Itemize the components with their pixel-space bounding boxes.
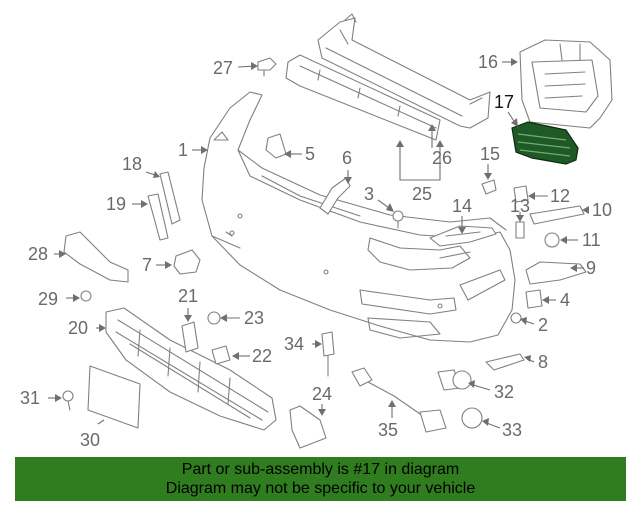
part-8-bracket <box>485 353 525 371</box>
callout-26: 26 <box>432 148 452 168</box>
callout-22: 22 <box>252 346 272 366</box>
info-banner: Part or sub-assembly is #17 in diagram D… <box>15 457 626 501</box>
callout-28: 28 <box>28 244 48 264</box>
banner-line-part-info: Part or sub-assembly is #17 in diagram <box>181 461 460 478</box>
callout-9: 9 <box>586 258 596 278</box>
part-21-bracket <box>181 321 199 353</box>
callout-18: 18 <box>122 154 142 174</box>
part-12-clip <box>513 185 529 203</box>
callout-25: 25 <box>412 184 432 204</box>
part-34-sensor <box>321 331 335 377</box>
part-24-bracket <box>289 405 327 449</box>
callout-34: 34 <box>284 334 304 354</box>
part-19-strip <box>147 193 169 241</box>
callout-31: 31 <box>20 388 40 408</box>
part-27-bolt <box>257 57 277 77</box>
part-13-stud <box>515 221 525 239</box>
callout-labels: 27 16 17 1 5 26 15 6 18 3 25 12 19 14 13… <box>20 52 612 450</box>
part-32-sensor-holder <box>437 369 472 391</box>
part-5-bracket <box>265 133 287 159</box>
part-15-clip <box>481 179 497 195</box>
part-7-retainer <box>173 249 201 275</box>
callout-11: 11 <box>582 230 601 250</box>
part-17-grille-highlighted <box>511 121 579 165</box>
callout-24: 24 <box>312 384 332 404</box>
callout-20: 20 <box>68 318 88 338</box>
callout-1: 1 <box>178 140 188 160</box>
callout-29: 29 <box>38 289 58 309</box>
part-31-screw <box>62 390 74 411</box>
callout-19: 19 <box>106 194 126 214</box>
part-3-screw <box>392 210 404 229</box>
part-33-sensor <box>461 407 483 429</box>
part-2-screw <box>510 312 522 324</box>
part-25-absorber <box>285 54 441 141</box>
callout-33: 33 <box>502 420 522 440</box>
callout-16: 16 <box>478 52 498 72</box>
part-11-nut <box>544 232 560 248</box>
part-20-lower-grille <box>105 307 277 431</box>
callout-4: 4 <box>560 290 570 310</box>
part-35-harness <box>351 367 447 433</box>
part-30-plate <box>87 365 141 429</box>
callout-35: 35 <box>378 420 398 440</box>
callout-12: 12 <box>550 186 570 206</box>
part-16-inlet-housing <box>519 39 613 129</box>
callout-6: 6 <box>342 148 352 168</box>
callout-13: 13 <box>510 196 530 216</box>
callout-15: 15 <box>480 144 500 164</box>
callout-5: 5 <box>305 144 315 164</box>
part-18-strip <box>159 171 181 225</box>
banner-line-disclaimer: Diagram may not be specific to your vehi… <box>165 480 476 497</box>
part-14-bracket <box>429 225 497 247</box>
callout-3: 3 <box>364 184 374 204</box>
part-28-bracket <box>63 231 129 283</box>
callout-8: 8 <box>538 352 548 372</box>
callout-23: 23 <box>244 308 264 328</box>
part-1-bumper-cover <box>201 91 516 343</box>
callout-27: 27 <box>213 58 233 78</box>
parts-diagram: 27 16 17 1 5 26 15 6 18 3 25 12 19 14 13… <box>20 13 613 450</box>
callout-17-highlighted: 17 <box>494 92 514 112</box>
part-4-clip <box>525 289 543 309</box>
part-22-clip <box>211 345 231 365</box>
part-26-reinforcement-bar <box>317 13 491 129</box>
part-10-bracket <box>529 205 585 225</box>
callout-30: 30 <box>80 430 100 450</box>
callout-7: 7 <box>142 255 152 275</box>
callout-21: 21 <box>178 286 198 306</box>
part-23-bolt <box>207 311 221 325</box>
callout-10: 10 <box>592 200 612 220</box>
callout-2: 2 <box>538 315 548 335</box>
part-29-bolt <box>80 290 92 302</box>
callout-14: 14 <box>452 196 472 216</box>
callout-32: 32 <box>494 382 514 402</box>
leader-lines <box>48 58 589 429</box>
